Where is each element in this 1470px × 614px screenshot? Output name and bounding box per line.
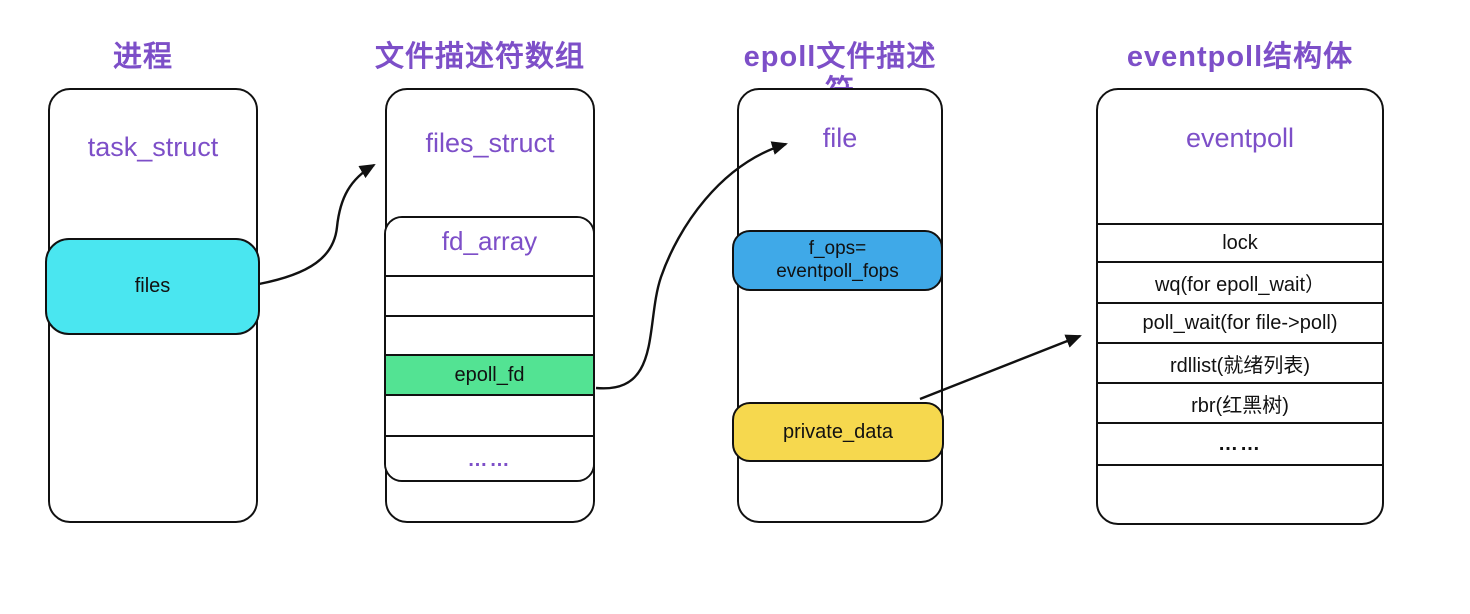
eventpoll-box: eventpoll lock wq(for epoll_wait） poll_w…	[1096, 88, 1384, 525]
fd-array-table: fd_array epoll_fd ……	[384, 216, 595, 482]
eventpoll-row-wq: wq(for epoll_wait）	[1098, 261, 1382, 302]
column-title-eventpoll-struct: eventpoll结构体	[1126, 41, 1354, 73]
fd-array-row-epoll-fd: epoll_fd	[386, 354, 593, 394]
eventpoll-row-rbr: rbr(红黑树)	[1098, 382, 1382, 422]
files-field-label: files	[134, 275, 171, 297]
private-data-field: private_data	[732, 402, 944, 462]
eventpoll-row-dots: ……	[1098, 422, 1382, 464]
fops-field: f_ops= eventpoll_fops	[732, 230, 943, 291]
fd-array-row-dots: ……	[386, 435, 593, 480]
eventpoll-row-empty	[1098, 464, 1382, 522]
column-title-process: 进程	[112, 41, 173, 73]
column-title-fd-array: 文件描述符数组	[375, 41, 586, 73]
fd-array-row-empty	[386, 315, 593, 354]
eventpoll-label: eventpoll	[1185, 123, 1295, 153]
arrow-files-to-files-struct	[258, 163, 376, 286]
eventpoll-row-rdllist: rdllist(就绪列表)	[1098, 342, 1382, 382]
file-label: file	[822, 123, 858, 153]
task-struct-label: task_struct	[87, 132, 219, 162]
private-data-label: private_data	[782, 420, 894, 443]
fd-array-header: fd_array	[386, 218, 593, 275]
column-title-epoll-fd: epoll文件描述符	[743, 41, 937, 107]
eventpoll-row-lock: lock	[1098, 223, 1382, 261]
fops-field-line1: f_ops=	[808, 237, 867, 259]
files-struct-label: files_struct	[425, 128, 555, 158]
fops-field-line2: eventpoll_fops	[776, 260, 899, 282]
arrow-private-data-to-eventpoll	[919, 334, 1082, 401]
eventpoll-row-poll-wait: poll_wait(for file->poll)	[1098, 302, 1382, 342]
fd-array-row-empty	[386, 275, 593, 315]
files-struct-box: files_struct fd_array epoll_fd ……	[384, 88, 595, 523]
files-field: files	[45, 238, 260, 335]
fd-array-row-empty	[386, 394, 593, 435]
